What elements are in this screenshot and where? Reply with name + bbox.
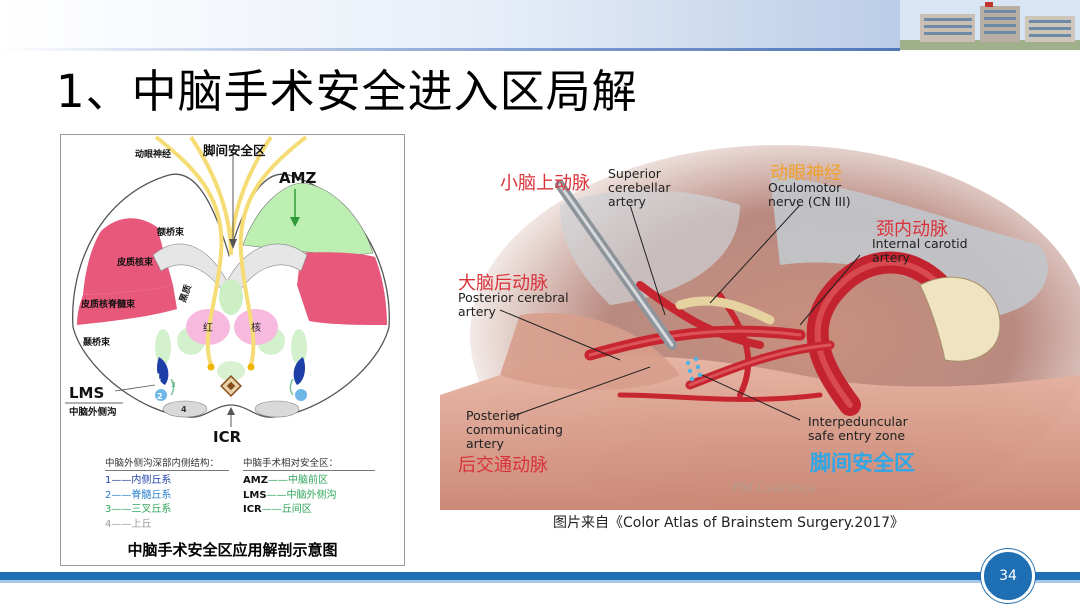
label-ica-zh: 颈内动脉 [876,219,948,240]
label-sca-en: Superior cerebellar artery [608,166,671,209]
legend-key: ICR [243,504,262,515]
page-number: 34 [999,568,1017,584]
label-oculomotor: 动眼神经 [135,148,171,160]
label-ipz-zh: 脚间安全区 [810,451,915,475]
label-interpeduncular: 脚间安全区 [203,143,266,158]
label-amz: AMZ [279,169,317,187]
label-pca-en: Posterior cerebral artery [458,290,569,319]
label-n1: 1 [155,373,161,383]
header-line [0,48,900,51]
midbrain-cross-section: 动眼神经 脚间安全区 AMZ 额桥束 皮质核束 皮质核脊髓束 颞桥束 黑质 红 … [65,135,390,446]
label-pca-zh: 大脑后动脉 [458,273,548,294]
diagram-caption: 中脑手术安全区应用解剖示意图 [127,541,338,559]
hospital-building-image [900,0,1080,50]
surgical-illustration: 小脑上动脉 Superior cerebellar artery 动眼神经 Oc… [440,145,1080,510]
surgical-anatomy-drawing [440,145,1080,510]
legend-key: AMZ [243,475,268,486]
legend-left-item: 1——内侧丘系 [105,475,172,486]
legend-safe-zones: 中脑手术相对安全区： AMZ——中脑前区 LMS——中脑外侧沟 ICR——丘间区 [243,455,375,518]
label-ipz-en: Interpeduncular safe entry zone [808,414,908,443]
legend-right-item: AMZ——中脑前区 [243,474,375,489]
label-lms: LMS [69,384,104,402]
label-red-left: 红 [203,321,213,334]
legend-value: ——丘间区 [261,504,312,515]
label-n4: 4 [181,405,187,414]
label-cn3-en: Oculomotor nerve (CN III) [768,180,851,209]
artist-signature: PM Lawrence [732,481,816,495]
legend-right-heading: 中脑手术相对安全区： [243,455,375,471]
label-corticospinal: 皮质核脊髓束 [80,298,136,310]
label-temporopontine: 颞桥束 [82,336,111,348]
label-corticonuclear: 皮质核束 [116,256,154,268]
footer-bar-shade [0,580,1080,583]
label-pcom-zh: 后交通动脉 [458,455,548,476]
legend-value: ——中脑前区 [267,475,328,486]
legend-left-item: 2——脊髓丘系 [105,489,172,501]
label-n2: 2 [157,392,163,401]
legend-right-item: ICR——丘间区 [243,503,375,518]
label-sca-zh: 小脑上动脉 [500,173,590,194]
legend-value: ——中脑外侧沟 [266,489,337,501]
image-source-caption: 图片来自《Color Atlas of Brainstem Surgery.20… [553,515,905,531]
label-lms-sub: 中脑外侧沟 [69,406,117,418]
label-icr: ICR [213,428,242,446]
label-frontopontine: 额桥束 [157,226,185,238]
legend-right-item: LMS——中脑外侧沟 [243,489,375,504]
label-ica-en: Internal carotid artery [872,236,968,265]
label-pcom-en: Posterior communicating artery [466,408,563,451]
label-cn3-zh: 动眼神经 [770,163,842,184]
legend-left-item: 3——三叉丘系 [105,504,172,515]
legend-left-item: 4——上丘 [105,518,152,530]
legend-left-heading: 中脑外侧沟深部内侧结构： [105,455,229,471]
footer-bar [0,572,1080,580]
midbrain-safe-zone-diagram: 动眼神经 脚间安全区 AMZ 额桥束 皮质核束 皮质核脊髓束 颞桥束 黑质 红 … [60,134,405,566]
slide-title: 1、中脑手术安全进入区局解 [56,65,638,118]
legend-key: LMS [243,489,267,501]
page-number-badge: 34 [981,549,1035,603]
label-n3: 3 [171,381,175,389]
label-red-right: 核 [251,321,261,334]
legend-lateral-structures: 中脑外侧沟深部内侧结构： 1——内侧丘系 2——脊髓丘系 3——三叉丘系 4——… [105,455,229,532]
